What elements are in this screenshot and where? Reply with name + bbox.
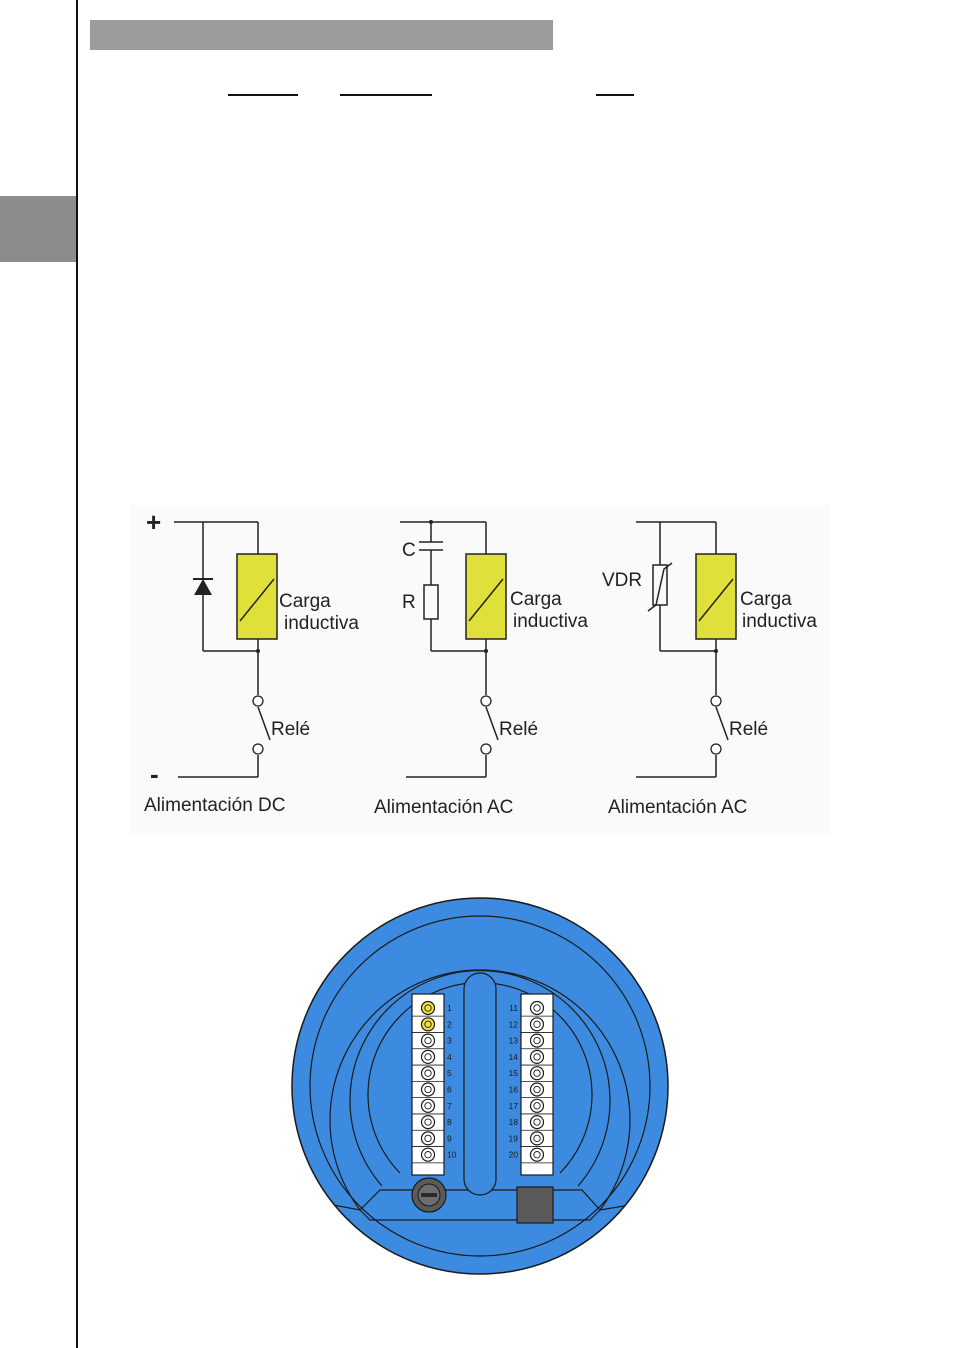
terminal-number: 15 bbox=[509, 1068, 519, 1078]
terminal-number: 20 bbox=[509, 1150, 519, 1160]
circuit-ac-vdr bbox=[636, 521, 729, 778]
terminal-screw bbox=[529, 1066, 545, 1081]
terminal-screw bbox=[420, 1000, 436, 1016]
relay-contact bbox=[480, 695, 492, 707]
terminal-number: 8 bbox=[447, 1117, 452, 1127]
inductive-load bbox=[695, 553, 737, 640]
load-label: inductiva bbox=[742, 611, 817, 632]
section-header-bar bbox=[90, 20, 553, 50]
terminal-number: 17 bbox=[509, 1101, 519, 1111]
terminal-screw bbox=[420, 1066, 436, 1081]
terminal-number: 4 bbox=[447, 1052, 452, 1062]
relay-contact bbox=[252, 743, 264, 755]
terminal-screw bbox=[529, 1115, 545, 1130]
load-label: Carga bbox=[740, 589, 792, 610]
resistor-label: R bbox=[402, 592, 416, 613]
relay-contact bbox=[480, 743, 492, 755]
terminal-number: 13 bbox=[509, 1036, 519, 1046]
margin-rule bbox=[76, 0, 78, 1348]
load-label: Carga bbox=[279, 591, 331, 612]
load-label: Carga bbox=[510, 589, 562, 610]
plus-label: + bbox=[146, 507, 161, 537]
terminal-screw bbox=[529, 1131, 545, 1146]
terminal-number: 3 bbox=[447, 1036, 452, 1046]
terminal-number: 11 bbox=[509, 1003, 518, 1013]
terminal-screw bbox=[420, 1082, 436, 1097]
connector-square-icon bbox=[516, 1186, 554, 1224]
supply-label: Alimentación AC bbox=[608, 797, 747, 818]
terminal-screw bbox=[529, 1098, 545, 1113]
terminal-screw bbox=[529, 1147, 545, 1162]
terminal-screw bbox=[529, 1049, 545, 1064]
terminal-screw bbox=[420, 1131, 436, 1146]
vdr-label: VDR bbox=[602, 570, 642, 591]
terminal-number: 10 bbox=[447, 1150, 457, 1160]
terminal-screw bbox=[420, 1098, 436, 1113]
suppression-circuits-diagram: + - Carga inductiva Relé Alimentación DC… bbox=[130, 505, 830, 835]
terminal-screw bbox=[420, 1115, 436, 1130]
relay-label: Relé bbox=[499, 719, 538, 740]
terminal-screw bbox=[420, 1049, 436, 1064]
relay-contact bbox=[252, 695, 264, 707]
text-underline bbox=[228, 94, 298, 96]
terminal-number: 12 bbox=[509, 1019, 519, 1029]
center-channel bbox=[463, 972, 497, 1196]
relay-contact bbox=[710, 743, 722, 755]
load-label: inductiva bbox=[284, 613, 359, 634]
minus-label: - bbox=[150, 759, 159, 789]
relay-contact bbox=[710, 695, 722, 707]
supply-label: Alimentación AC bbox=[374, 797, 513, 818]
load-label: inductiva bbox=[513, 611, 588, 632]
terminal-number: 7 bbox=[447, 1101, 452, 1111]
relay-label: Relé bbox=[271, 719, 310, 740]
terminal-number: 16 bbox=[509, 1085, 519, 1095]
text-underline bbox=[596, 94, 634, 96]
terminal-screw bbox=[529, 1033, 545, 1048]
terminal-screw bbox=[420, 1033, 436, 1048]
inductive-load bbox=[236, 553, 278, 640]
terminal-number: 6 bbox=[447, 1085, 452, 1095]
terminal-screw bbox=[420, 1147, 436, 1162]
terminal-number: 9 bbox=[447, 1133, 452, 1143]
chapter-tab bbox=[0, 196, 76, 262]
terminal-strip-right: 11 12 13 14 15 16 17 18 19 20 bbox=[509, 993, 554, 1176]
rotary-switch-icon bbox=[411, 1177, 447, 1213]
circuit-ac-rc bbox=[400, 521, 499, 778]
terminal-number: 2 bbox=[447, 1019, 452, 1029]
terminal-number: 14 bbox=[509, 1052, 519, 1062]
diode-icon bbox=[194, 579, 212, 595]
terminal-strip-left: 1 2 3 4 5 6 7 8 9 10 bbox=[411, 993, 457, 1176]
inductive-load bbox=[465, 553, 507, 640]
relay-label: Relé bbox=[729, 719, 768, 740]
terminal-number: 1 bbox=[447, 1003, 452, 1013]
terminal-screw bbox=[420, 1017, 436, 1032]
capacitor-label: C bbox=[402, 540, 416, 561]
terminal-screw bbox=[529, 1000, 545, 1016]
terminal-number: 19 bbox=[509, 1133, 519, 1143]
terminal-screw bbox=[529, 1017, 545, 1032]
text-underline bbox=[340, 94, 432, 96]
terminal-number: 18 bbox=[509, 1117, 519, 1127]
supply-label: Alimentación DC bbox=[144, 795, 286, 816]
terminal-number: 5 bbox=[447, 1068, 452, 1078]
terminal-screw bbox=[529, 1082, 545, 1097]
